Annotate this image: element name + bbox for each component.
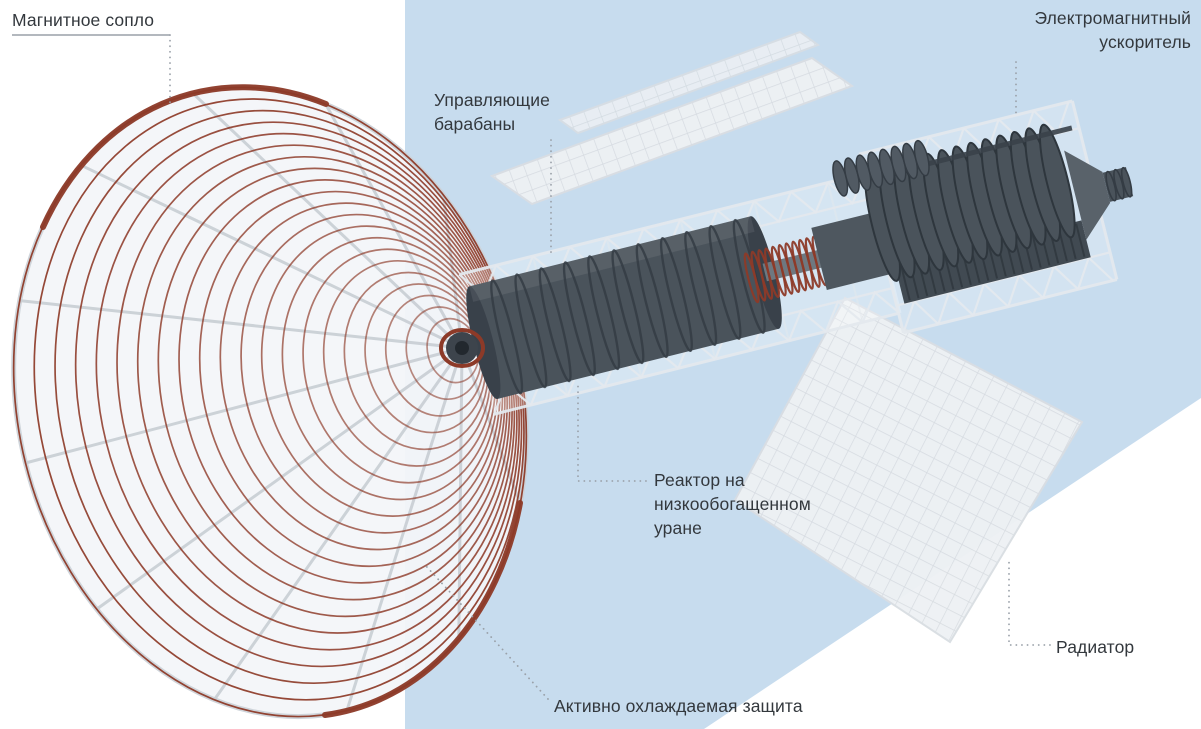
throat-center: [455, 341, 469, 355]
label-radiator: Радиатор: [1056, 637, 1135, 657]
adapter-block: [811, 212, 889, 291]
reactor-coil: [743, 235, 828, 304]
leader-shield: [425, 565, 549, 700]
dish-rim-coil-bottom: [322, 500, 523, 718]
tail-cone: [1064, 150, 1111, 240]
throat-coil: [439, 328, 485, 368]
leader-reactor: [577, 381, 647, 482]
leader-radiator: [1008, 559, 1051, 646]
tail-stub-rib: [1105, 170, 1117, 202]
radiator-top-panel: [489, 30, 855, 206]
accelerator-upper-coils: [832, 139, 930, 197]
reactor-drum: [469, 216, 779, 399]
label-control-drums: Управляющие барабаны: [434, 90, 550, 134]
radiator-bottom-panel: [733, 296, 1084, 644]
leader-lines: [12, 34, 1051, 700]
dish-rim-coil-top: [40, 84, 329, 230]
tail-stub-rib: [1120, 166, 1133, 198]
engine-body: [458, 99, 1134, 416]
nozzle-throat: [439, 328, 485, 368]
label-magnetic-nozzle: Магнитное сопло: [12, 10, 155, 30]
label-reactor: Реактор на низкообогащенном уране: [654, 470, 811, 538]
label-shield: Активно охлаждаемая защита: [554, 696, 803, 716]
reactor-drum-ribs: [490, 218, 766, 395]
label-em-accelerator: Электромагнитный ускоритель: [1034, 8, 1191, 52]
reactor-drum-cap-right: [747, 216, 782, 329]
